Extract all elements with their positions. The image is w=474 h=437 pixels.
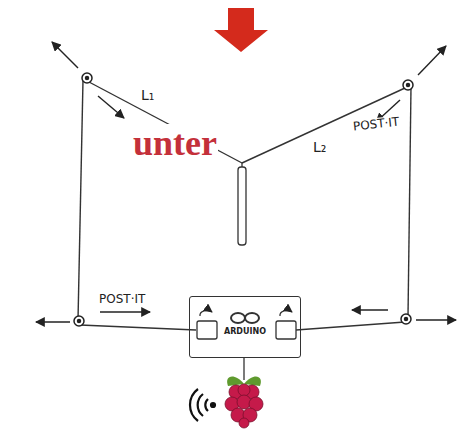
wifi-symbol [190, 389, 215, 421]
annotation: L₁ [140, 88, 155, 103]
controller-board: ARDUINO [189, 296, 301, 358]
written-word: unter [132, 124, 218, 164]
gravity-arrow [214, 8, 268, 52]
annotation: POST·IT [98, 293, 146, 306]
cord [78, 80, 411, 330]
annotation: POST·IT [351, 116, 400, 134]
board-name: ARDUINO [190, 328, 300, 337]
annotation: L₂ [312, 140, 327, 155]
force-arrow [36, 42, 456, 322]
pulley [74, 73, 413, 326]
wire [243, 357, 244, 380]
raspberry-pi-logo [225, 377, 263, 428]
pen [238, 167, 246, 245]
arduino-logo [231, 313, 259, 323]
